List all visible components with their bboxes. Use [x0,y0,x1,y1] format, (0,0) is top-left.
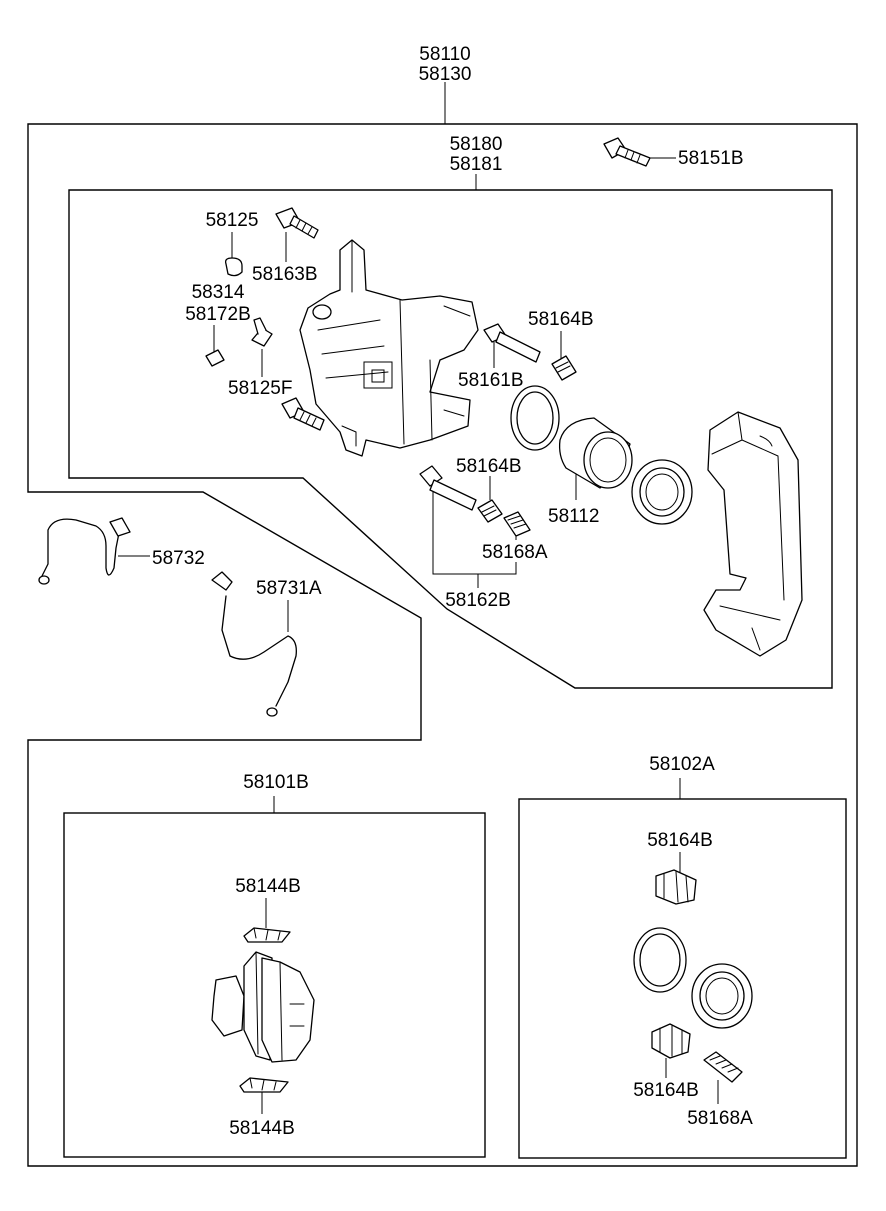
bleeder-screw-icon [251,317,273,347]
label-boot-upper: 58164B [528,309,594,330]
guide-bolt-top-icon [603,137,651,167]
label-shim-bottom: 58144B [229,1118,295,1139]
pad-shim-top-icon [243,927,291,943]
label-pin-upper: 58161B [458,370,524,391]
label-assembly-front: 58110 [419,44,470,65]
label-assembly-rear: 58130 [419,64,472,85]
caliper-body-icon [299,239,479,457]
seal-kit-frame [518,798,847,1159]
label-pin-kit: 58162B [445,590,511,611]
label-bleeder-screw: 58172B [185,304,251,325]
label-guide-bolt-top: 58151B [678,148,744,169]
bleeder-plug-icon [205,349,225,367]
label-piston: 58112 [548,506,599,527]
label-caliper-assy-b: 58181 [450,154,503,175]
guide-pin-lower-icon [419,465,477,511]
label-bleeder-cap: 58125 [206,210,259,231]
label-caliper-assy-a: 58180 [450,134,503,155]
kit-boot-bottom-icon [651,1023,691,1059]
kit-sleeve-icon [703,1051,743,1083]
label-shim-top: 58144B [235,876,301,897]
label-pad-kit: 58101B [243,772,309,793]
label-kit-boot-top: 58164B [647,830,713,851]
label-hose-left: 58732 [152,548,205,569]
piston-seal-icon [510,385,560,451]
kit-piston-seal-icon [633,927,687,993]
kit-boot-top-icon [655,869,697,905]
pin-sleeve-icon [503,511,531,537]
label-bolt-upper: 58163B [252,264,318,285]
label-bleeder-item: 58314 [192,282,245,303]
bolt-lower-icon [281,397,325,431]
bleeder-cap-icon [224,257,243,277]
brake-pads-icon [211,951,315,1063]
brake-hose-left-icon [38,517,131,585]
label-bleeder-plug: 58125F [228,378,292,399]
caliper-bracket-icon [703,411,803,657]
bolt-upper-icon [275,207,319,239]
leader-lines [118,82,719,1114]
boot-lower-icon [477,499,503,523]
caliper-assembly-frame [68,189,833,689]
guide-pin-upper-icon [483,323,541,363]
brake-hose-right-icon [211,571,297,717]
label-pin-sleeve: 58168A [482,542,548,563]
pad-shim-bottom-icon [239,1077,289,1093]
dust-boot-icon [631,459,693,525]
piston-icon [558,417,633,489]
label-boot-lower: 58164B [456,456,522,477]
kit-dust-boot-icon [691,963,753,1029]
label-kit-boot-bottom: 58164B [633,1080,699,1101]
boot-upper-icon [551,355,577,381]
label-hose-right: 58731A [256,578,322,599]
label-seal-kit: 58102A [649,754,715,775]
label-kit-sleeve: 58168A [687,1108,753,1129]
main-assembly-frame [27,123,858,1167]
